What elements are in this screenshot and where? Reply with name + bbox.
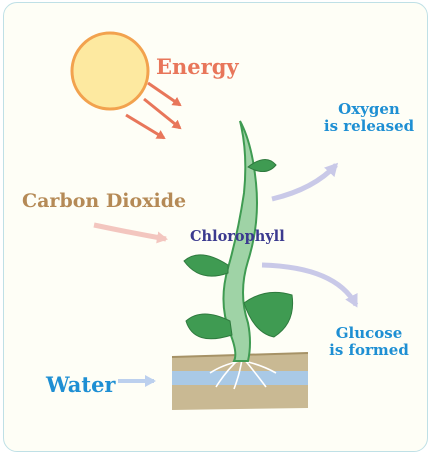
oxygen-label-line1: Oxygen bbox=[338, 100, 400, 118]
sun-icon bbox=[70, 31, 150, 111]
carbon-dioxide-arrow bbox=[93, 222, 168, 244]
photosynthesis-scene bbox=[70, 31, 359, 410]
diagram-frame: Energy Carbon Dioxide Chlorophyll Oxygen… bbox=[3, 2, 428, 452]
energy-arrow-2 bbox=[143, 97, 182, 130]
water-label: Water bbox=[46, 372, 116, 397]
oxygen-label-line2: is released bbox=[323, 116, 415, 135]
energy-arrows bbox=[125, 81, 182, 140]
plant-icon bbox=[183, 120, 294, 390]
glucose-arrow bbox=[261, 262, 359, 308]
oxygen-arrow bbox=[271, 162, 339, 202]
chlorophyll-label: Chlorophyll bbox=[190, 228, 285, 245]
glucose-label: Glucose is formed bbox=[319, 325, 419, 358]
oxygen-label: Oxygen is released bbox=[319, 101, 419, 134]
glucose-label-line2: is formed bbox=[329, 340, 409, 359]
energy-arrow-3 bbox=[125, 113, 166, 140]
energy-label: Energy bbox=[156, 54, 239, 79]
carbon-dioxide-label: Carbon Dioxide bbox=[22, 190, 187, 212]
energy-arrow-1 bbox=[147, 81, 182, 107]
glucose-label-line1: Glucose bbox=[335, 324, 403, 342]
